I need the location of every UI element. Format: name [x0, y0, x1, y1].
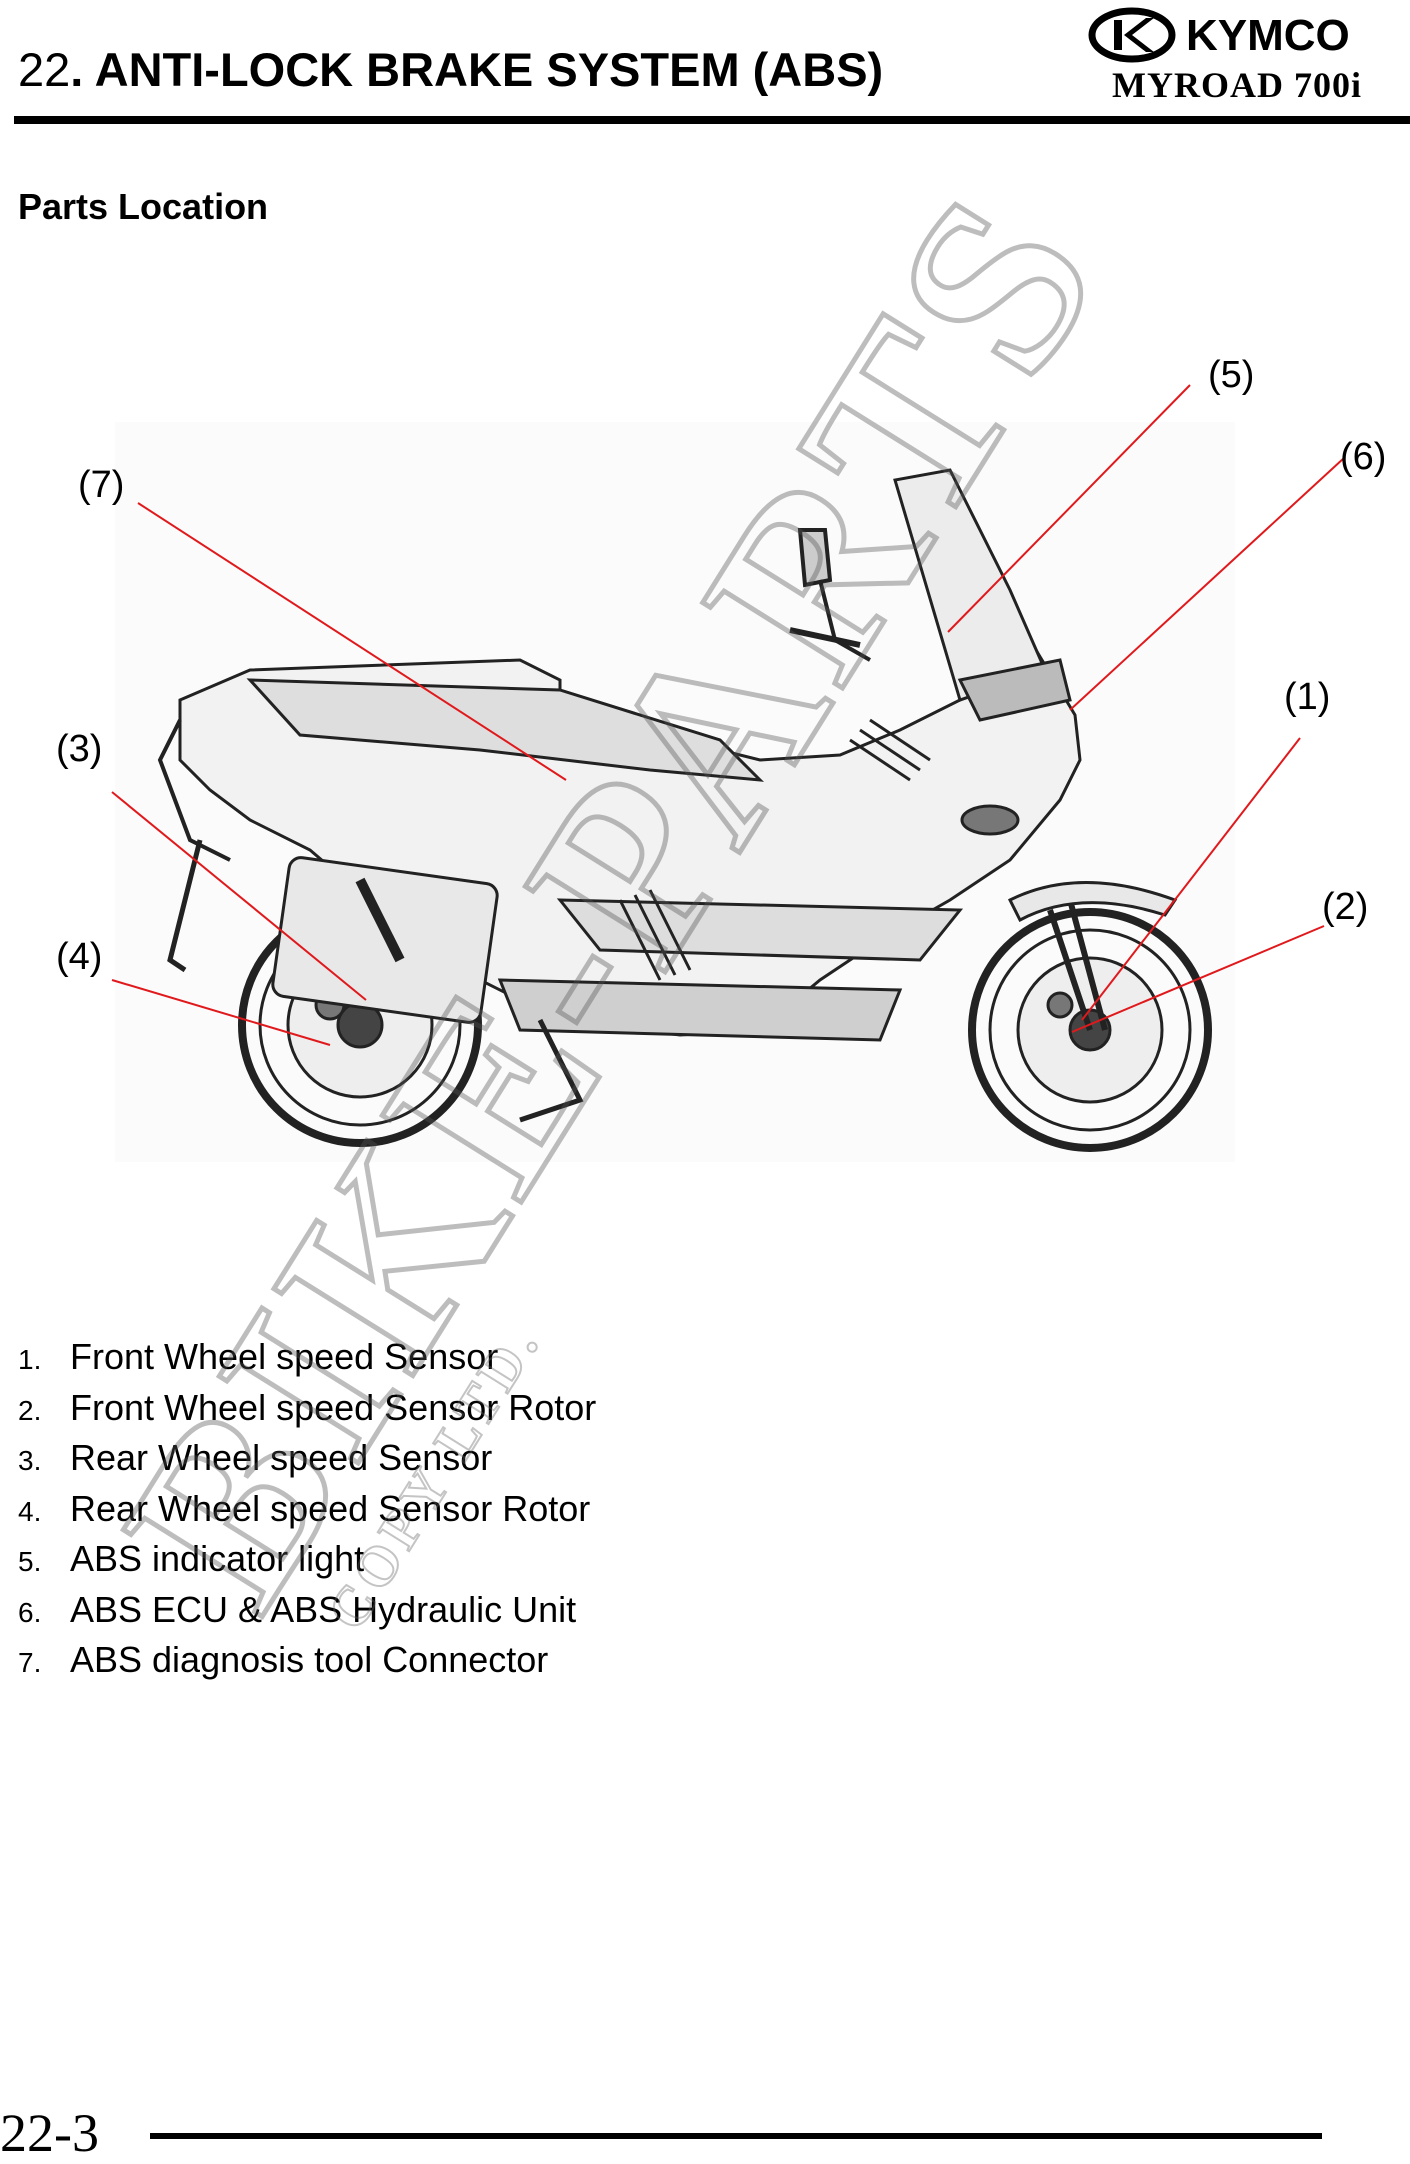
- brand-name: KYMCO: [1186, 11, 1350, 60]
- part-label: ABS ECU & ABS Hydraulic Unit: [70, 1588, 577, 1630]
- part-label: Rear Wheel speed Sensor: [70, 1437, 493, 1478]
- leader-line-5: [947, 384, 1191, 633]
- part-number: 4.: [18, 1495, 42, 1527]
- callout-2: (2): [1322, 886, 1369, 928]
- leader-line-2: [1071, 925, 1325, 1033]
- leader-line-6: [1069, 457, 1345, 711]
- scooter-line-drawing: [157, 468, 1212, 1152]
- callout-6: (6): [1340, 436, 1387, 478]
- part-label: Front Wheel speed Sensor Rotor: [70, 1386, 597, 1428]
- chapter-title-text: . ANTI-LOCK BRAKE SYSTEM (ABS): [70, 43, 884, 96]
- part-label: ABS diagnosis tool Connector: [70, 1639, 549, 1680]
- part-number: 5.: [18, 1546, 42, 1577]
- leader-line-1: [1081, 737, 1301, 1021]
- part-number: 7.: [18, 1647, 42, 1678]
- callout-1: (1): [1284, 676, 1331, 718]
- part-number: 1.: [18, 1344, 42, 1375]
- list-item: 7. ABS diagnosis tool Connector: [18, 1639, 596, 1690]
- callout-7: (7): [78, 464, 125, 506]
- leader-lines: [111, 384, 1345, 1046]
- page-number: 22-3: [0, 2103, 99, 2163]
- section-title: Parts Location: [18, 186, 269, 227]
- leader-line-4: [111, 979, 331, 1046]
- part-number: 2.: [18, 1394, 42, 1426]
- chapter-number: 22: [18, 43, 71, 96]
- list-item: 4. Rear Wheel speed Sensor Rotor: [18, 1488, 596, 1539]
- list-item: 2. Front Wheel speed Sensor Rotor: [18, 1387, 596, 1438]
- list-item: 6. ABS ECU & ABS Hydraulic Unit: [18, 1589, 596, 1640]
- kymco-logo-mark: KYMCO: [1088, 7, 1350, 63]
- scooter-illustration: [111, 384, 1345, 1162]
- part-label: Front Wheel speed Sensor: [70, 1336, 499, 1377]
- callout-5: (5): [1208, 354, 1255, 396]
- list-item: 5. ABS indicator light: [18, 1538, 596, 1589]
- part-label: Rear Wheel speed Sensor Rotor: [70, 1487, 591, 1529]
- scooter-figure: (5) (6) (7) (1) (3) (2) (4): [0, 340, 1410, 1220]
- kymco-logo: KYMCO: [1088, 4, 1403, 66]
- callout-4: (4): [56, 936, 103, 978]
- parts-list: 1. Front Wheel speed Sensor 2. Front Wheel…: [18, 1336, 596, 1690]
- footer-divider: [150, 2133, 1322, 2139]
- model-name: MYROAD 700i: [1112, 65, 1362, 105]
- header-divider: [14, 116, 1410, 124]
- list-item: 3. Rear Wheel speed Sensor: [18, 1437, 596, 1488]
- leader-line-3: [111, 791, 367, 1001]
- part-label: ABS indicator light: [70, 1538, 365, 1579]
- part-number: 3.: [18, 1445, 42, 1476]
- list-item: 1. Front Wheel speed Sensor: [18, 1336, 596, 1387]
- leader-line-7: [137, 502, 567, 781]
- callout-3: (3): [56, 728, 103, 770]
- part-number: 6.: [18, 1596, 42, 1628]
- page-header: 22. ANTI-LOCK BRAKE SYSTEM (ABS) KYMCO M…: [0, 0, 1410, 130]
- chapter-title: 22. ANTI-LOCK BRAKE SYSTEM (ABS): [18, 42, 883, 97]
